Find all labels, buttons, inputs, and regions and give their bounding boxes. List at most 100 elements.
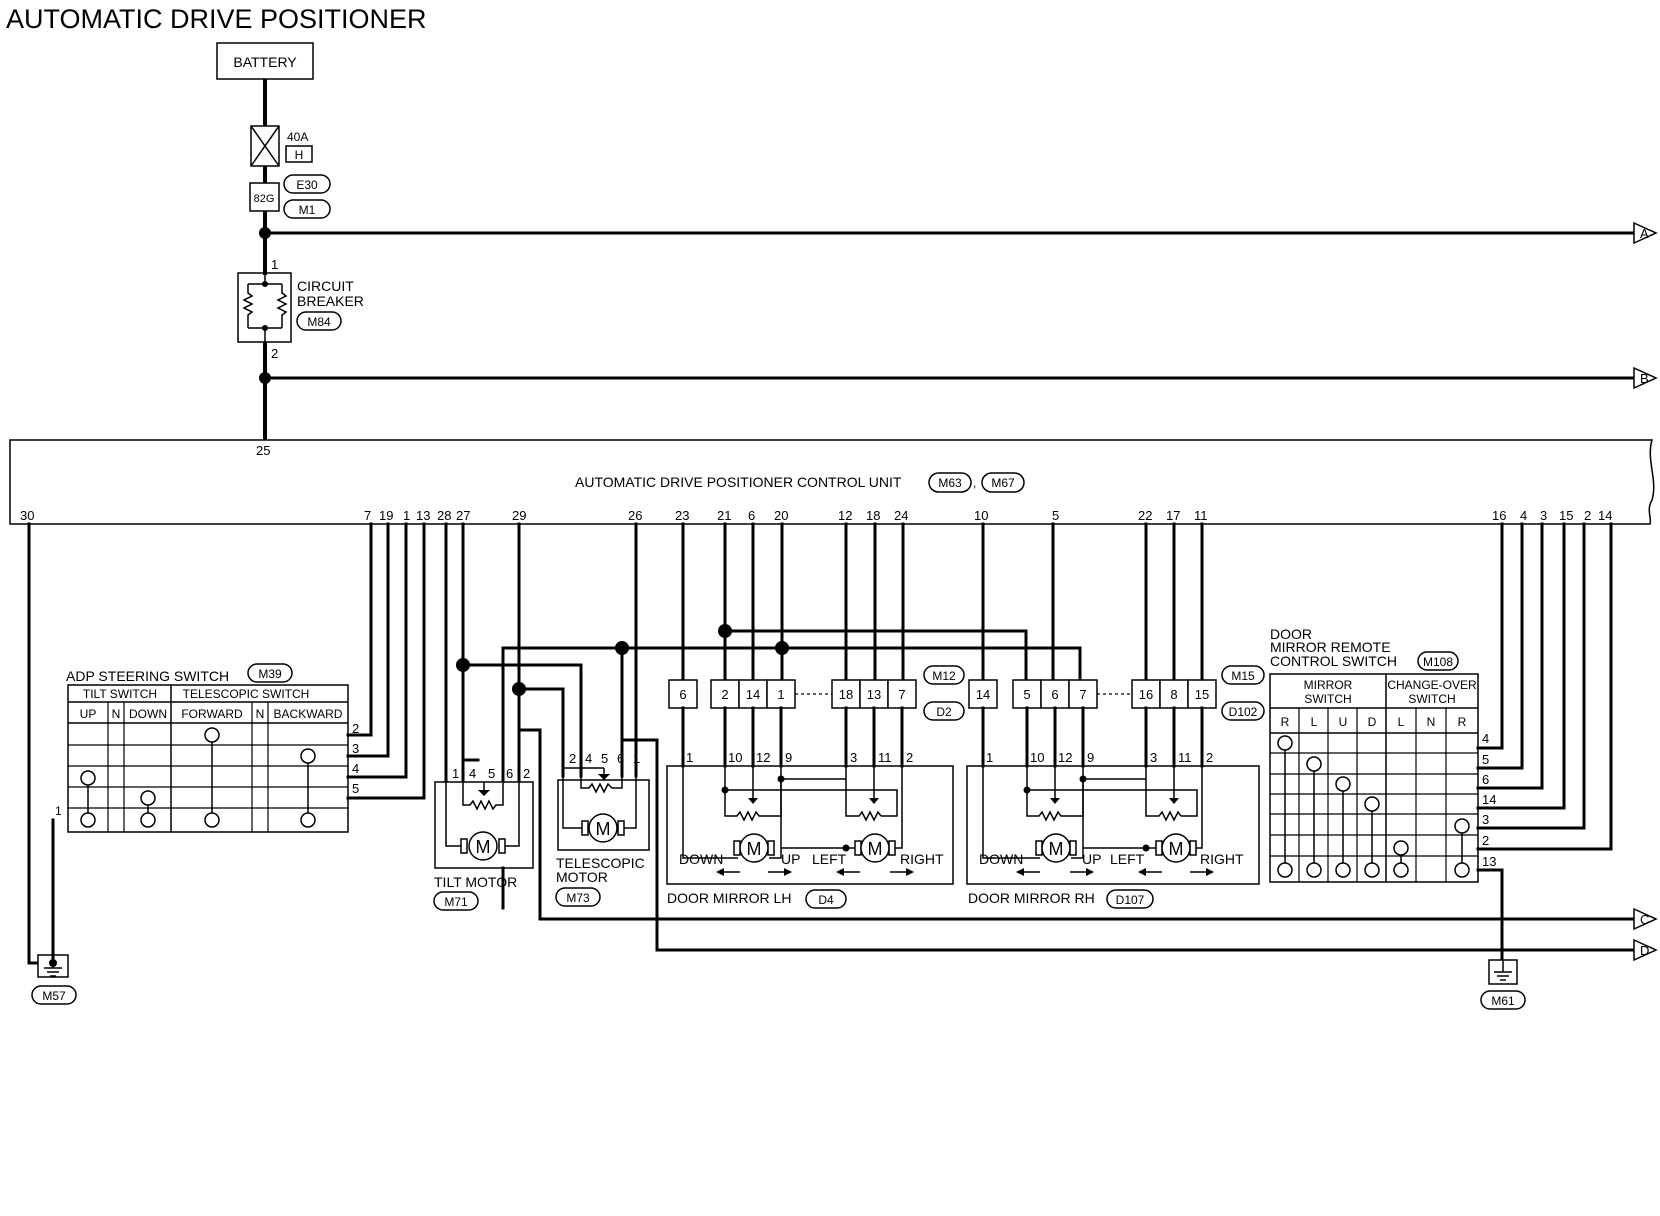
tilt-pin-2: 2: [523, 766, 530, 781]
tilt-pin-4: 4: [469, 766, 476, 781]
unit-pin-3: 3: [1540, 508, 1547, 523]
rh-pin-11: 11: [1178, 750, 1192, 765]
remote-mirror-hdr-1: MIRROR: [1304, 678, 1353, 692]
tele-motor-label-2: MOTOR: [556, 869, 608, 885]
control-unit-box: [9, 439, 1655, 525]
lh-joint-pin-7: 7: [898, 687, 905, 702]
tilt-motor-m: M: [476, 837, 491, 857]
tele-pin-2: 2: [569, 751, 576, 766]
rh-motor-2-m: M: [1169, 839, 1184, 859]
unit-pin-11: 11: [1194, 508, 1208, 523]
tilt-pin-1: 1: [452, 766, 459, 781]
adp-switch-table: [67, 684, 349, 833]
fuse-icon: [250, 125, 280, 167]
adp-col-up: UP: [80, 707, 97, 721]
unit-pin-2: 2: [1584, 508, 1591, 523]
mirror-rh-internals: [982, 766, 1214, 876]
lh-joint-pin-18: 18: [839, 687, 853, 702]
unit-pin-21: 21: [717, 508, 731, 523]
unit-pin-24: 24: [894, 508, 908, 523]
lh-dir-left: LEFT: [812, 851, 847, 867]
mirror-lh-internals: [682, 766, 914, 876]
door-mirror-rh-box: [966, 765, 1260, 885]
remote-pin-4: 4: [1482, 731, 1489, 746]
adp-group-telescopic: TELESCOPIC SWITCH: [183, 687, 310, 701]
offpage-b-label: B: [1640, 371, 1649, 386]
lh-joint-pin-2: 2: [721, 687, 728, 702]
rh-pin-3: 3: [1150, 750, 1157, 765]
battery-box: [216, 42, 314, 80]
unit-pin-7: 7: [364, 508, 371, 523]
tilt-motor-connector: M71: [444, 895, 468, 909]
fuse-terminal: 82G: [254, 193, 275, 205]
rh-pin-9: 9: [1087, 750, 1094, 765]
remote-pin-13: 13: [1482, 854, 1496, 869]
fuse-letter: H: [295, 148, 304, 162]
rh-dir-left: LEFT: [1110, 851, 1145, 867]
tele-pin-5: 5: [601, 751, 608, 766]
control-unit-conn-2: M67: [991, 476, 1015, 490]
adp-group-tilt: TILT SWITCH: [83, 687, 157, 701]
ground-m61-label: M61: [1491, 994, 1515, 1008]
adp-col-n2: N: [256, 707, 265, 721]
unit-pin-6: 6: [748, 508, 755, 523]
adp-ground-pin: 1: [55, 804, 62, 818]
remote-pin-2: 2: [1482, 833, 1489, 848]
rh-pin-2: 2: [1206, 750, 1213, 765]
ground-m61-icon: [1488, 959, 1518, 985]
unit-pin-30: 30: [20, 508, 34, 523]
lh-pin-2: 2: [906, 750, 913, 765]
tele-motor-m: M: [596, 819, 611, 839]
lh-joint-conn-a: M12: [932, 669, 956, 683]
unit-pin-14: 14: [1598, 508, 1612, 523]
offpage-d-arrow: [1633, 938, 1658, 962]
unit-pin-29: 29: [512, 508, 526, 523]
offpage-a-label: A: [1640, 226, 1649, 241]
unit-pin-1: 1: [403, 508, 410, 523]
adp-col-forward: FORWARD: [181, 707, 243, 721]
lh-joint-pin-14: 14: [746, 687, 760, 702]
tilt-motor-icon: [445, 782, 520, 861]
remote-col-l2: L: [1398, 715, 1405, 729]
adp-col-backward: BACKWARD: [274, 707, 343, 721]
rh-joint-pin-5: 5: [1023, 687, 1030, 702]
unit-pin-10: 10: [974, 508, 988, 523]
fuse-terminal-box: [249, 182, 280, 212]
adp-pin-2: 2: [352, 721, 359, 736]
lh-pin-9: 9: [785, 750, 792, 765]
fuse-rating: 40A: [287, 130, 308, 144]
tele-motor-label-1: TELESCOPIC: [556, 855, 645, 871]
lh-dir-down: DOWN: [679, 851, 723, 867]
remote-change-hdr-1: CHANGE-OVER: [1387, 678, 1477, 692]
rh-pin-12: 12: [1058, 750, 1072, 765]
remote-col-r2: R: [1458, 715, 1467, 729]
unit-pin-28: 28: [437, 508, 451, 523]
rh-dir-up: UP: [1082, 851, 1101, 867]
lh-pin-10: 10: [728, 750, 742, 765]
lh-joint-pin-6: 6: [679, 687, 686, 702]
circuit-breaker-icon: [237, 272, 292, 343]
unit-pin-15: 15: [1559, 508, 1573, 523]
remote-pin-5: 5: [1482, 752, 1489, 767]
breaker-label-2: BREAKER: [297, 293, 364, 309]
door-mirror-lh-box: [666, 765, 954, 885]
adp-col-down: DOWN: [129, 707, 167, 721]
unit-pin-13: 13: [416, 508, 430, 523]
adp-pin-4: 4: [352, 761, 359, 776]
breaker-pin-in: 1: [271, 257, 278, 272]
adp-col-n1: N: [112, 707, 121, 721]
adp-pin-3: 3: [352, 741, 359, 756]
breaker-label-1: CIRCUIT: [297, 278, 354, 294]
unit-pin-22: 22: [1138, 508, 1152, 523]
tilt-motor-label: TILT MOTOR: [434, 874, 517, 890]
lh-pin-11: 11: [878, 750, 892, 765]
ground-m57-label: M57: [42, 989, 66, 1003]
adp-switch-connector: M39: [258, 667, 282, 681]
remote-pin-3: 3: [1482, 812, 1489, 827]
rh-joint-pin-6: 6: [1051, 687, 1058, 702]
remote-pin-14: 14: [1482, 792, 1496, 807]
tele-motor-box: [557, 779, 650, 851]
page-title: AUTOMATIC DRIVE POSITIONER: [6, 4, 427, 34]
control-unit-sep: ,: [973, 476, 976, 490]
lh-joint-pin-1: 1: [777, 687, 784, 702]
